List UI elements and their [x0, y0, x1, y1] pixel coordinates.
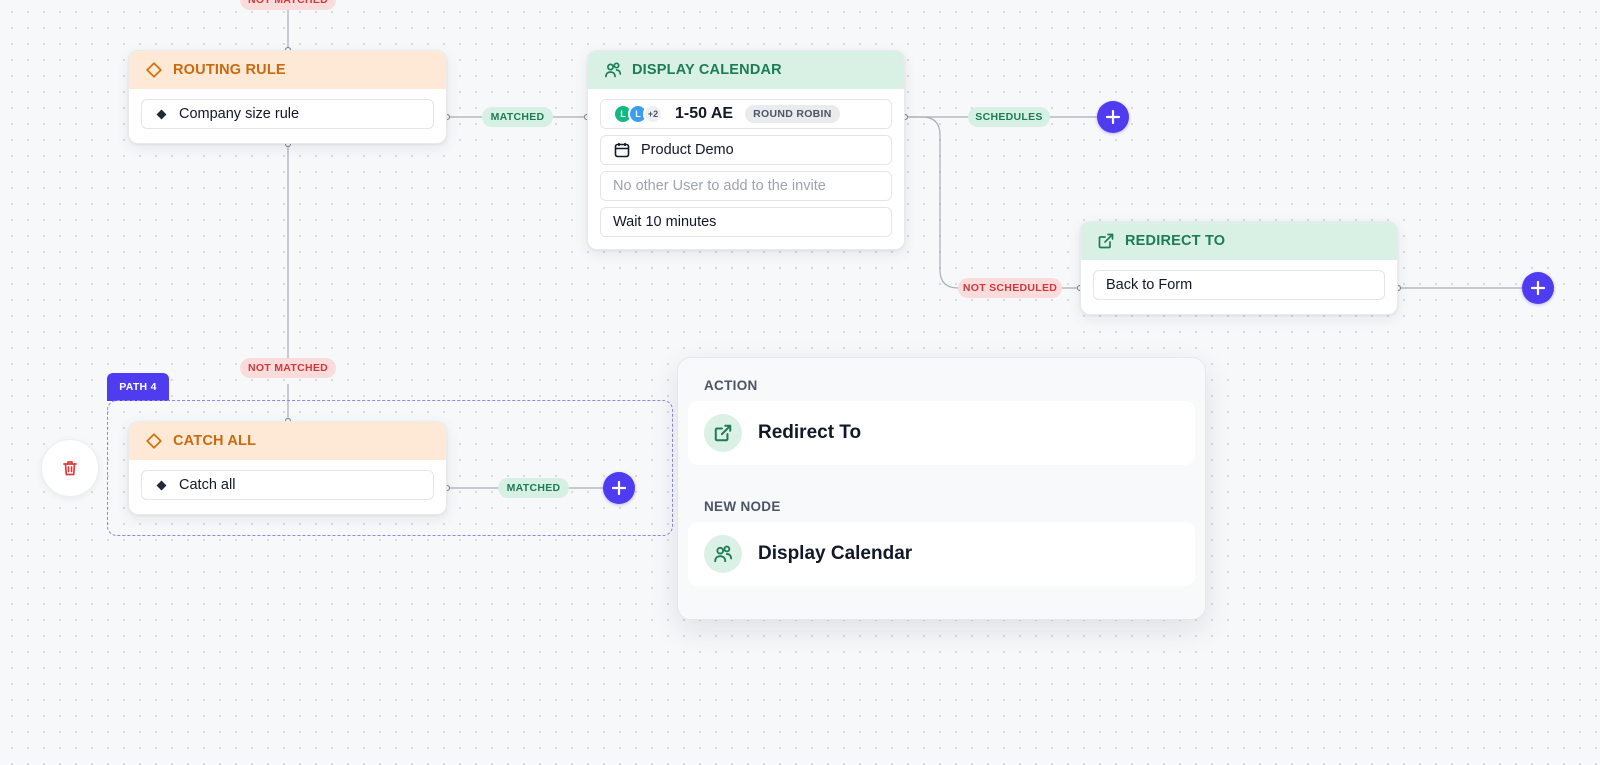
- bullet-diamond-icon: [156, 109, 167, 119]
- diamond-outline-icon: [146, 62, 162, 78]
- team-name: 1-50 AE: [675, 105, 734, 122]
- menu-item-icon-wrap: [704, 535, 742, 573]
- external-link-icon: [714, 424, 732, 442]
- external-link-icon: [1098, 233, 1114, 249]
- trash-icon: [63, 461, 77, 476]
- edge-label-not-matched: NOT MATCHED: [240, 358, 336, 378]
- catch-all-node[interactable]: CATCH ALL Catch all: [128, 421, 447, 515]
- users-icon: [714, 545, 733, 563]
- edge-label-schedules: SCHEDULES: [968, 107, 1050, 127]
- path-tag: PATH 4: [107, 373, 169, 401]
- menu-item-display-calendar[interactable]: Display Calendar: [688, 522, 1195, 586]
- catch-all-header: CATCH ALL: [129, 422, 446, 460]
- event-name: Product Demo: [641, 142, 734, 158]
- add-node-button[interactable]: [603, 472, 635, 504]
- plus-icon: [1105, 109, 1121, 125]
- add-node-button[interactable]: [1097, 101, 1129, 133]
- wait-label: Wait 10 minutes: [613, 214, 717, 230]
- avatar-more-count: +2: [643, 104, 663, 124]
- display-calendar-node[interactable]: DISPLAY CALENDAR L L +2 1-50 AE ROUND RO…: [587, 50, 905, 250]
- calendar-icon: [614, 143, 630, 158]
- redirect-to-title: REDIRECT TO: [1125, 233, 1226, 249]
- redirect-target-row[interactable]: Back to Form: [1093, 270, 1385, 300]
- edge-label-not-scheduled: NOT SCHEDULED: [958, 278, 1062, 298]
- routing-rule-item[interactable]: Company size rule: [141, 99, 434, 129]
- display-calendar-title: DISPLAY CALENDAR: [632, 62, 782, 78]
- add-node-menu: ACTION Redirect To NEW NODE Display Cale…: [677, 357, 1206, 620]
- menu-item-label: Redirect To: [758, 422, 862, 443]
- edge-label-not-matched-top: NOT MATCHED: [240, 0, 336, 10]
- round-robin-badge: ROUND ROBIN: [745, 105, 840, 123]
- plus-icon: [611, 480, 627, 496]
- add-node-button[interactable]: [1522, 272, 1554, 304]
- guests-field[interactable]: No other User to add to the invite: [600, 171, 892, 201]
- users-icon: [605, 62, 622, 78]
- bullet-diamond-icon: [156, 480, 167, 490]
- delete-path-button[interactable]: [41, 439, 99, 497]
- path-4-group: [107, 400, 673, 536]
- wait-row[interactable]: Wait 10 minutes: [600, 207, 892, 237]
- menu-section-new-node: NEW NODE: [704, 499, 781, 514]
- edge-label-matched: MATCHED: [482, 107, 553, 127]
- display-calendar-header: DISPLAY CALENDAR: [588, 51, 904, 89]
- redirect-to-header: REDIRECT TO: [1081, 222, 1397, 260]
- redirect-to-node[interactable]: REDIRECT TO Back to Form: [1080, 221, 1398, 315]
- redirect-target: Back to Form: [1106, 277, 1193, 293]
- routing-rule-header: ROUTING RULE: [129, 51, 446, 89]
- plus-icon: [1530, 280, 1546, 296]
- edge-label-matched: MATCHED: [498, 478, 569, 498]
- diamond-outline-icon: [146, 433, 162, 449]
- routing-rule-title: ROUTING RULE: [173, 62, 286, 78]
- catch-all-label: Catch all: [179, 477, 236, 493]
- catch-all-title: CATCH ALL: [173, 433, 257, 449]
- routing-rule-node[interactable]: ROUTING RULE Company size rule: [128, 50, 447, 144]
- avatar-group: L L +2: [613, 104, 663, 124]
- team-row[interactable]: L L +2 1-50 AE ROUND ROBIN: [600, 99, 892, 129]
- menu-item-redirect-to[interactable]: Redirect To: [688, 401, 1195, 465]
- event-row[interactable]: Product Demo: [600, 135, 892, 165]
- guests-placeholder: No other User to add to the invite: [613, 178, 826, 194]
- menu-item-label: Display Calendar: [758, 543, 913, 564]
- menu-section-action: ACTION: [704, 378, 758, 393]
- catch-all-item[interactable]: Catch all: [141, 470, 434, 500]
- routing-rule-label: Company size rule: [179, 106, 300, 122]
- menu-item-icon-wrap: [704, 414, 742, 452]
